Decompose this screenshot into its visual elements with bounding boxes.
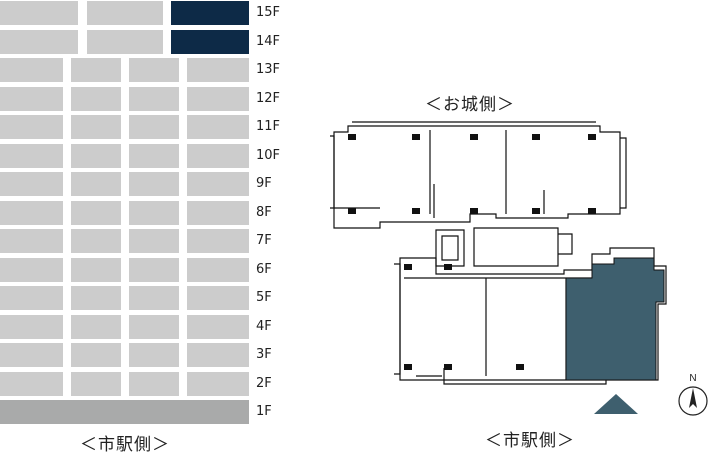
floor-cell[interactable] [71, 86, 121, 111]
floor-cell[interactable] [129, 143, 179, 168]
stack-direction-caption: ＜市駅側＞ [80, 435, 170, 455]
direction-marker-triangle [594, 394, 638, 414]
plan-bottom-direction-label: ＜市駅側＞ [485, 431, 575, 451]
floor-label: 4F [256, 318, 272, 334]
floor-cell[interactable] [129, 86, 179, 111]
floor-label: 7F [256, 233, 272, 248]
floor-cell[interactable] [71, 343, 121, 367]
floor-cell[interactable] [0, 58, 63, 82]
floor-cell[interactable] [87, 29, 163, 54]
floor-label: 14F [256, 33, 281, 49]
floor-cell[interactable] [187, 200, 249, 225]
floor-cell[interactable] [71, 58, 121, 82]
floor-cell[interactable] [129, 257, 179, 282]
floor-cell[interactable] [187, 172, 249, 196]
plan-top-direction-label: ＜お城側＞ [425, 95, 515, 115]
floor-cell[interactable] [0, 86, 63, 111]
floor-label: 1F [256, 404, 272, 419]
floor-label: 9F [256, 176, 272, 191]
selected-unit[interactable] [565, 257, 665, 381]
floor-cell[interactable] [0, 1, 78, 25]
floor-label: 8F [256, 204, 272, 220]
compass-north-label: N [689, 373, 696, 384]
floor-cell[interactable] [0, 400, 249, 424]
floor-label: 11F [256, 119, 281, 134]
floor-cell[interactable] [129, 229, 179, 253]
floor-cell[interactable] [0, 229, 63, 253]
floor-cell[interactable] [129, 371, 179, 396]
floor-cell[interactable] [171, 1, 249, 25]
floor-cell[interactable] [71, 200, 121, 225]
floor-cell[interactable] [187, 229, 249, 253]
floor-cell[interactable] [129, 115, 179, 139]
floor-cell[interactable] [129, 314, 179, 339]
floor-cell[interactable] [129, 286, 179, 310]
floor-cell[interactable] [71, 229, 121, 253]
floor-label: 2F [256, 375, 272, 391]
floor-cell[interactable] [187, 257, 249, 282]
floor-cell[interactable] [0, 143, 63, 168]
floor-cell[interactable] [187, 371, 249, 396]
floor-label: 15F [256, 5, 281, 20]
plan-columns [348, 134, 596, 370]
floor-label: 3F [256, 347, 272, 362]
floor-cell[interactable] [187, 58, 249, 82]
floor-cell[interactable] [187, 86, 249, 111]
plan-walls [330, 121, 667, 385]
floor-cell[interactable] [71, 257, 121, 282]
floor-cell[interactable] [87, 1, 163, 25]
floor-label: 12F [256, 90, 281, 106]
floor-cell[interactable] [0, 371, 63, 396]
floor-cell[interactable] [171, 29, 249, 54]
floor-cell[interactable] [0, 200, 63, 225]
floor-plan [330, 121, 667, 414]
floor-cell[interactable] [187, 314, 249, 339]
compass-north-icon: N [678, 373, 708, 416]
floor-cell[interactable] [71, 172, 121, 196]
floor-cell[interactable] [0, 115, 63, 139]
floor-cell[interactable] [71, 143, 121, 168]
floor-cell[interactable] [71, 371, 121, 396]
floor-cell[interactable] [187, 115, 249, 139]
floor-cell[interactable] [187, 143, 249, 168]
floor-cell[interactable] [0, 172, 63, 196]
floor-cell[interactable] [0, 343, 63, 367]
floor-cell[interactable] [71, 314, 121, 339]
floor-cell[interactable] [71, 115, 121, 139]
floor-cell[interactable] [129, 172, 179, 196]
floor-label: 13F [256, 62, 281, 77]
floor-cell[interactable] [187, 286, 249, 310]
floor-cell[interactable] [129, 343, 179, 367]
floor-cell[interactable] [129, 200, 179, 225]
floor-label: 6F [256, 261, 272, 277]
floor-cell[interactable] [0, 286, 63, 310]
floor-cell[interactable] [0, 257, 63, 282]
floor-cell[interactable] [71, 286, 121, 310]
floor-cell[interactable] [0, 314, 63, 339]
floor-cell[interactable] [129, 58, 179, 82]
floor-label: 10F [256, 147, 281, 163]
floor-cell[interactable] [187, 343, 249, 367]
floor-cell[interactable] [0, 29, 78, 54]
floor-label: 5F [256, 290, 272, 305]
